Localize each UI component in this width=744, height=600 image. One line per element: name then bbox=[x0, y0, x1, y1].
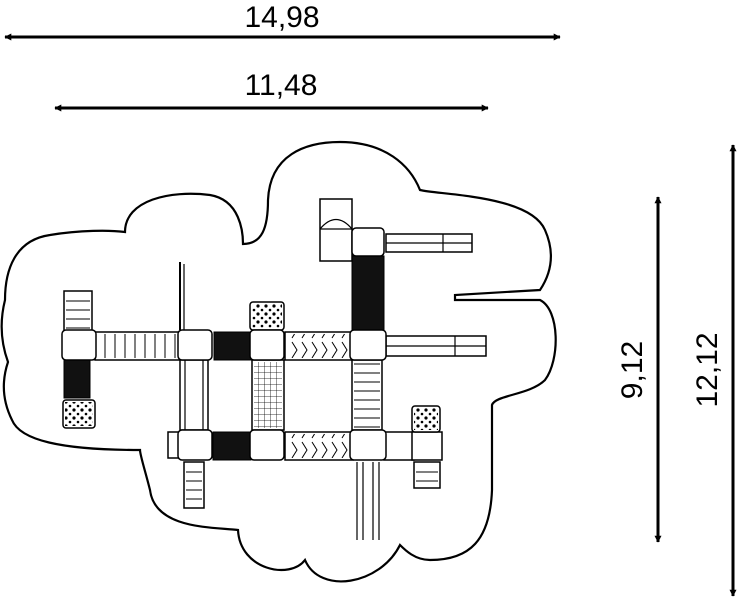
bottom-poles bbox=[356, 462, 380, 540]
deck-3 bbox=[249, 329, 285, 361]
equipment-depth-label: 9,12 bbox=[616, 341, 649, 399]
left-rock-texture bbox=[65, 402, 93, 426]
dimension-equipment-depth: 9,12 bbox=[616, 196, 662, 543]
deck-1 bbox=[61, 329, 97, 361]
deck-5 bbox=[177, 429, 213, 461]
deck-6 bbox=[249, 429, 285, 461]
overall-width-label: 14,98 bbox=[244, 1, 319, 34]
overall-depth-label: 12,12 bbox=[691, 332, 724, 407]
dimension-overall-depth: 12,12 bbox=[691, 144, 737, 597]
top-bridge-row bbox=[94, 331, 487, 361]
equipment-width-label: 11,48 bbox=[245, 69, 318, 102]
play-structure bbox=[61, 198, 487, 540]
safety-zone-outline bbox=[0, 140, 557, 583]
bottom-right-ladder bbox=[413, 461, 441, 489]
left-top-ladder bbox=[63, 290, 93, 332]
bottom-left-ladder bbox=[183, 461, 205, 509]
left-dark-slide bbox=[63, 359, 91, 399]
dimension-equipment-width: 11,48 bbox=[54, 69, 489, 112]
dimension-overall-width: 14,98 bbox=[4, 1, 561, 41]
central-dark-tube bbox=[351, 255, 385, 331]
bottom-bridge-row bbox=[167, 431, 443, 461]
deck-2 bbox=[177, 329, 213, 361]
deck-7 bbox=[349, 429, 387, 461]
vertical-connectors bbox=[179, 359, 383, 431]
deck-4 bbox=[349, 329, 387, 361]
top-tower bbox=[319, 198, 473, 262]
deck-platforms bbox=[61, 329, 387, 461]
